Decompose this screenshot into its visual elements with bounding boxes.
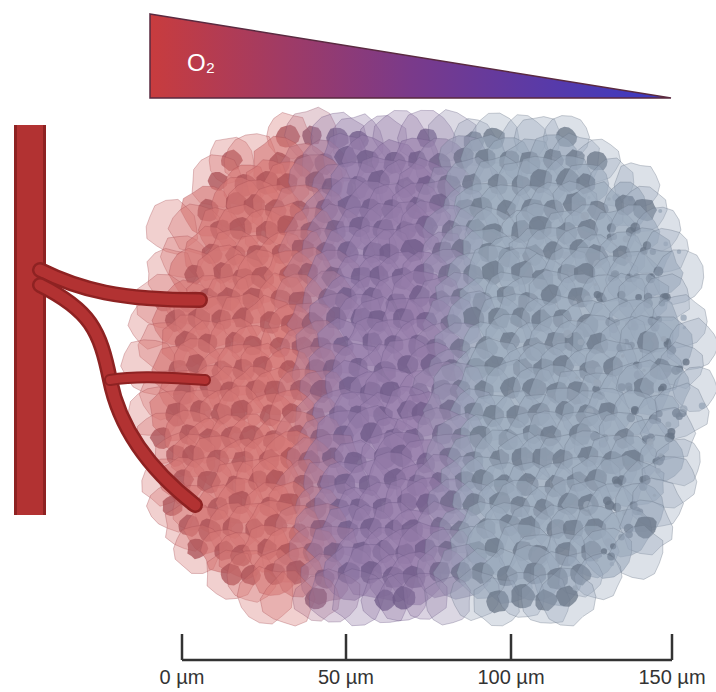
scale-label: 150 µm: [638, 666, 705, 689]
debris-dot: [594, 283, 597, 286]
gas-label: O₂: [187, 49, 215, 77]
scale-label: 0 µm: [160, 666, 205, 689]
scale-label: 50 µm: [318, 666, 374, 689]
debris-dot: [621, 354, 624, 357]
scale-bar: [182, 634, 672, 660]
gradient-triangle: [149, 13, 672, 99]
debris-dot: [653, 494, 656, 497]
scale-label: 100 µm: [477, 666, 544, 689]
debris-dot: [647, 438, 654, 445]
tumor-cells: [121, 107, 716, 626]
tumor-cell: [538, 568, 596, 626]
debris-dot: [642, 369, 645, 372]
debris-dot: [595, 558, 599, 562]
debris-dot: [607, 197, 611, 201]
debris-dot: [641, 514, 644, 517]
debris-dot: [661, 336, 667, 342]
debris-dot: [572, 585, 577, 590]
fragmented-nucleus: [603, 496, 612, 505]
debris-dot: [581, 212, 589, 220]
debris-dot: [575, 376, 578, 379]
oxygen-gradient: O₂: [149, 13, 672, 99]
fragmented-nucleus: [683, 358, 690, 365]
debris-dot: [665, 422, 671, 428]
debris-dot: [578, 339, 584, 345]
blood-vessel: [30, 125, 205, 515]
debris-dot: [563, 330, 571, 338]
cell-nucleus: [556, 586, 579, 607]
debris-dot: [593, 379, 600, 386]
